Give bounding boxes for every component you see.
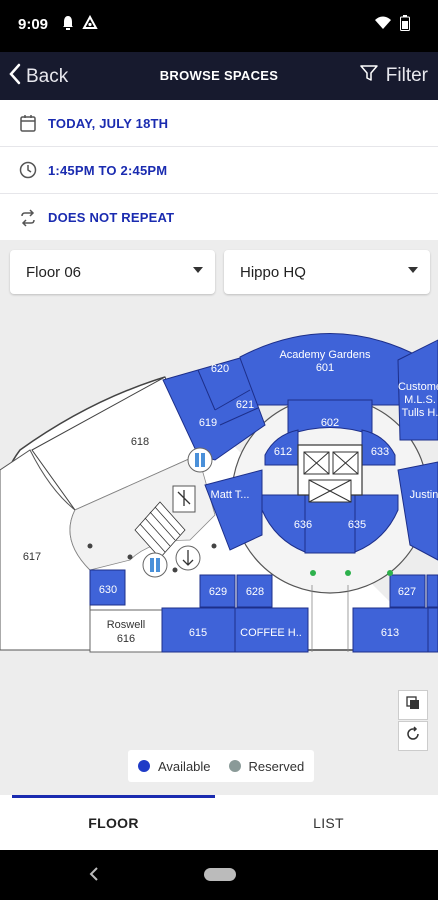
filter-button[interactable]: Filter [360, 64, 428, 88]
nav-home-pill[interactable] [204, 868, 236, 881]
room-636-label: 636 [294, 519, 312, 531]
room-628-label: 628 [246, 586, 264, 598]
room-603-label: Custome [398, 381, 438, 393]
floor-select-value: Floor 06 [26, 263, 82, 281]
floor-map-area: Academy Gardens 601 602 Custome M.L.S. T… [0, 240, 438, 795]
map-legend: Available Reserved [128, 750, 315, 782]
arrow-down-icon [175, 545, 201, 571]
svg-text:616: 616 [117, 633, 135, 645]
room-629-label: 629 [209, 586, 227, 598]
sync-icon [82, 14, 98, 36]
room-matt-label: Matt T... [211, 489, 250, 501]
status-time: 9:09 [18, 16, 49, 33]
room-627-label: 627 [398, 586, 416, 598]
back-button[interactable]: Back [8, 63, 68, 91]
room-618-label: 618 [131, 436, 149, 448]
status-bar: 9:09 [0, 0, 438, 52]
room-635-label: 635 [348, 519, 366, 531]
room-616-label: Roswell [107, 619, 146, 631]
date-row[interactable]: TODAY, JULY 18TH [0, 100, 438, 147]
room-620-label: 620 [211, 363, 229, 375]
tab-floor[interactable]: FLOOR [88, 814, 139, 831]
app-bar: Back BROWSE SPACES Filter [0, 52, 438, 100]
nav-back-icon[interactable] [88, 866, 100, 887]
room-617-label: 617 [23, 551, 41, 563]
chevron-left-icon [8, 63, 22, 91]
booking-time: 1:45PM TO 2:45PM [48, 162, 168, 178]
legend-reserved-label: Reserved [248, 758, 305, 774]
caret-down-icon [408, 267, 418, 273]
room-633-label: 633 [371, 446, 389, 458]
floor-plan[interactable]: Academy Gardens 601 602 Custome M.L.S. T… [0, 240, 438, 795]
notification-icon [62, 15, 74, 36]
caret-down-icon [193, 267, 203, 273]
system-nav-bar [0, 850, 438, 900]
booking-date: TODAY, JULY 18TH [48, 115, 169, 131]
calendar-icon [16, 114, 40, 132]
building-select[interactable]: Hippo HQ [224, 250, 430, 294]
room-602-label: 602 [321, 417, 339, 429]
repeat-row[interactable]: DOES NOT REPEAT [0, 194, 438, 241]
booking-repeat: DOES NOT REPEAT [48, 210, 175, 225]
filter-icon [360, 64, 378, 88]
battery-icon [400, 15, 410, 36]
room-619-label: 619 [199, 417, 217, 429]
filter-label: Filter [385, 65, 428, 86]
legend-available-label: Available [158, 758, 211, 774]
back-label: Back [26, 66, 69, 87]
room-630-label: 630 [99, 584, 117, 596]
view-tab-bar: FLOOR LIST [0, 795, 438, 850]
legend-available: Available [138, 759, 211, 774]
room-justin-label: Justin [410, 489, 438, 501]
legend-reserved: Reserved [228, 758, 305, 774]
svg-text:M.L.S.: M.L.S. [404, 394, 436, 406]
page-title: BROWSE SPACES [159, 68, 279, 83]
building-select-value: Hippo HQ [240, 263, 306, 281]
rotate-icon [405, 725, 421, 747]
tab-list[interactable]: LIST [313, 814, 344, 831]
rotate-button[interactable] [398, 721, 428, 751]
room-615-label: 615 [189, 627, 207, 639]
layers-icon [405, 695, 421, 716]
room-601-label: Academy Gardens [279, 349, 371, 361]
room-621-label: 621 [236, 399, 254, 411]
svg-text:601: 601 [316, 362, 334, 374]
restroom-icon-bottom [142, 552, 168, 578]
tab-indicator [12, 795, 215, 798]
svg-text:Tulls H.: Tulls H. [402, 407, 438, 419]
room-614-label: COFFEE H.. [240, 627, 302, 639]
floor-select[interactable]: Floor 06 [10, 250, 215, 294]
restroom-icon-top [187, 447, 213, 473]
room-613-label: 613 [381, 627, 399, 639]
booking-info: TODAY, JULY 18TH 1:45PM TO 2:45PM DOES N… [0, 100, 438, 240]
clock-icon [16, 161, 40, 179]
wifi-icon [374, 16, 392, 35]
room-612-label: 612 [274, 446, 292, 458]
time-row[interactable]: 1:45PM TO 2:45PM [0, 147, 438, 194]
repeat-icon [16, 208, 40, 227]
accessible-icon [172, 485, 196, 513]
available-dot [138, 760, 150, 772]
reserved-dot [228, 760, 241, 772]
layers-button[interactable] [398, 690, 428, 720]
